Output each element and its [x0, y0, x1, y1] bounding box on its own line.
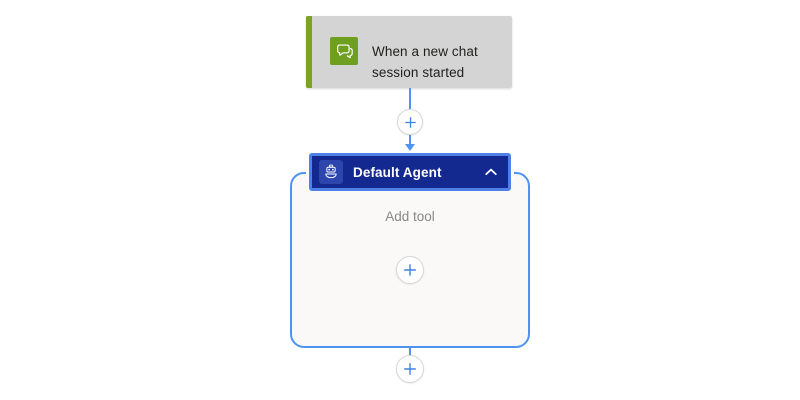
trigger-node-new-chat-session[interactable]: When a new chat session started [306, 16, 512, 88]
connector-line-trigger-to-agent [409, 88, 411, 122]
add-tool-button[interactable] [396, 256, 424, 284]
trigger-accent-bar [306, 16, 312, 88]
plus-icon [404, 116, 416, 128]
connector-line-trigger-to-agent-lower [409, 134, 411, 146]
connector-line-agent-to-next [409, 348, 411, 356]
agent-node-title: Default Agent [353, 164, 442, 180]
agent-node-header[interactable]: Default Agent [309, 153, 511, 191]
add-step-button-top[interactable] [397, 109, 423, 135]
add-tool-label: Add tool [385, 209, 435, 224]
chat-bubbles-icon [330, 37, 358, 65]
robot-icon [319, 160, 343, 184]
plus-icon [404, 363, 416, 375]
trigger-node-label: When a new chat session started [372, 44, 478, 80]
chevron-up-icon[interactable] [483, 164, 499, 180]
connector-arrowhead-agent [405, 144, 415, 151]
plus-icon [404, 264, 416, 276]
add-step-button-bottom[interactable] [396, 355, 424, 383]
